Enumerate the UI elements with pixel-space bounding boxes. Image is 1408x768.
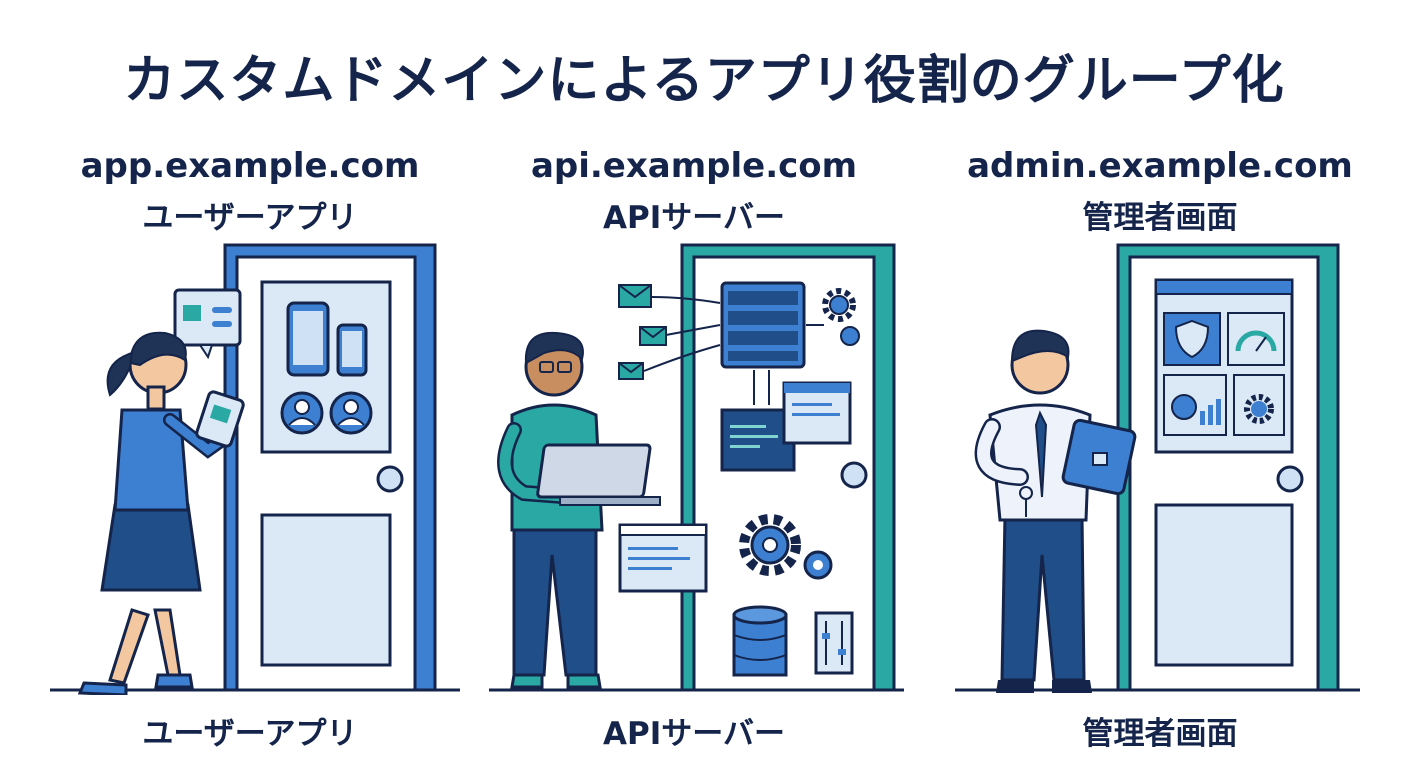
domain-label: app.example.com (80, 146, 420, 186)
server-rack-icon (720, 281, 806, 369)
role-caption: 管理者画面 (1082, 716, 1238, 752)
tablet-icon (1061, 418, 1137, 496)
user-app-illustration (50, 243, 460, 695)
user-avatar-icon (280, 391, 324, 435)
shield-lock-icon (1163, 312, 1221, 366)
code-window-icon (720, 408, 796, 472)
role-caption: ユーザーアプリ (142, 716, 358, 752)
door-knob (840, 461, 868, 489)
api-server-illustration (489, 243, 904, 692)
key-icon (1019, 486, 1033, 517)
door-knob (376, 465, 404, 493)
panel-user-app: app.example.com ユーザーアプリ (40, 140, 460, 760)
panel-api-server: api.example.com APIサーバー (484, 140, 904, 760)
mail-icon (618, 284, 652, 308)
control-panel-icon (814, 611, 854, 675)
door-knob (1276, 465, 1304, 493)
pie-chart-icon (1163, 374, 1227, 436)
panel-admin: admin.example.com 管理者画面 (950, 140, 1370, 760)
gear-icon (739, 514, 801, 576)
gauge-icon (1227, 312, 1285, 366)
mail-icon (618, 362, 644, 380)
database-icon (732, 605, 788, 677)
gear-icon (822, 288, 860, 346)
role-caption: APIサーバー (603, 716, 785, 752)
gear-icon (1233, 374, 1285, 436)
role-label: APIサーバー (603, 200, 785, 236)
developer-figure (497, 331, 661, 689)
dashboard-window (1154, 278, 1294, 454)
admin-figure (974, 329, 1137, 693)
bar-chart-icon (1200, 399, 1221, 425)
role-label: 管理者画面 (1082, 200, 1238, 236)
user-avatar-icon (329, 391, 373, 435)
laptop-icon (536, 443, 661, 506)
code-window-icon (782, 381, 852, 445)
chat-bubble-icon (173, 288, 242, 360)
door (223, 243, 437, 692)
gear-icon (803, 550, 833, 580)
domain-label: api.example.com (530, 146, 858, 186)
mail-icon (639, 326, 667, 346)
smartphone-icon (286, 301, 330, 377)
domain-label: admin.example.com (967, 146, 1353, 186)
woman-figure (77, 331, 245, 695)
role-label: ユーザーアプリ (142, 200, 358, 236)
page-title: カスタムドメインによるアプリ役割のグループ化 (123, 51, 1285, 111)
admin-illustration (955, 243, 1360, 693)
data-flow-arrows (643, 296, 824, 405)
code-window-icon (618, 523, 708, 593)
smartphone-icon (336, 323, 368, 377)
